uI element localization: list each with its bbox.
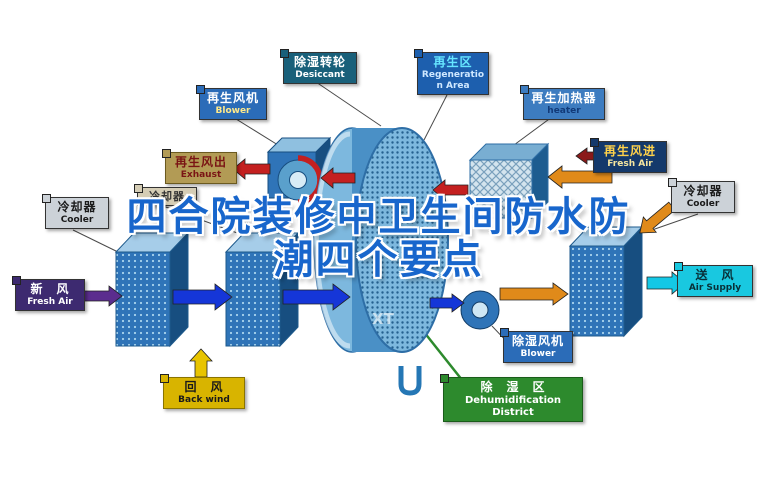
- label-regen-fresh-air: 再生风进 Fresh Air: [590, 138, 667, 173]
- page-title-line2: 潮四个要点: [273, 237, 484, 284]
- label-dehumid-district-zh: 除 湿 区: [480, 380, 546, 394]
- arrow-exhaust-left: [232, 158, 271, 180]
- label-cooler-left: 冷却器 Cooler: [42, 194, 109, 229]
- page-title: 四合院装修中卫生间防水防 潮四个要点: [0, 194, 757, 284]
- cooler-box-left: [114, 231, 190, 348]
- label-desiccant: 除湿转轮 Desiccant: [280, 49, 357, 84]
- label-air-supply-en: Air Supply: [688, 282, 742, 293]
- label-pin-icon: [414, 49, 423, 58]
- label-fresh-air: 新 风 Fresh Air: [12, 276, 85, 311]
- arrow-back-wind-up: [189, 348, 213, 378]
- label-pin-icon: [134, 184, 143, 193]
- connector-desiccant: [315, 81, 382, 127]
- label-regen-blower: 再生风机 Blower: [196, 85, 267, 120]
- label-dehumid-district: 除 湿 区 Dehumidification District: [440, 374, 583, 422]
- label-regeneration-area: 再生区 Regeneration Area: [414, 49, 489, 95]
- label-dehumid-blower-en: Blower: [520, 348, 556, 359]
- label-dehumid-district-en: Dehumidification District: [464, 394, 562, 418]
- label-pin-icon: [280, 49, 289, 58]
- label-back-wind: 回 风 Back wind: [160, 374, 245, 409]
- label-dehumid-blower-zh: 除湿风机: [511, 334, 564, 348]
- label-regen-heater-zh: 再生加热器: [531, 91, 597, 105]
- label-pin-icon: [440, 374, 449, 383]
- arrow-wheel-to-fan: [429, 293, 465, 313]
- label-regen-blower-en: Blower: [215, 105, 251, 116]
- label-cooler-right: 冷却器 Cooler: [668, 178, 735, 213]
- label-cooler-left-en: Cooler: [60, 214, 94, 225]
- label-cooler-right-zh: 冷却器: [683, 184, 723, 198]
- label-pin-icon: [12, 276, 21, 285]
- label-exhaust-zh: 再生风出: [174, 155, 227, 169]
- label-pin-icon: [520, 85, 529, 94]
- label-cooler-left-zh: 冷却器: [57, 200, 97, 214]
- label-air-supply-zh: 送 风: [695, 268, 735, 282]
- arrow-wheel-to-regen-fan: [320, 167, 356, 189]
- label-exhaust: 再生风出 Exhaust: [162, 149, 237, 184]
- label-back-wind-en: Back wind: [178, 394, 230, 405]
- label-pin-icon: [162, 149, 171, 158]
- arrow-to-supply-cooler: [499, 282, 569, 306]
- label-regen-heater: 再生加热器 heater: [520, 85, 605, 120]
- label-fresh-air-zh: 新 风: [30, 282, 70, 296]
- label-cooler-mid: 冷却器: [134, 184, 197, 207]
- label-regen-blower-zh: 再生风机: [206, 91, 259, 105]
- connector-regen-area: [423, 94, 448, 141]
- label-regeneration-area-zh: 再生区: [433, 55, 473, 69]
- label-desiccant-en: Desiccant: [295, 69, 345, 80]
- label-desiccant-zh: 除湿转轮: [293, 55, 346, 69]
- flow-arrows: [83, 147, 686, 378]
- connector-cooler-mid: [162, 205, 241, 235]
- arrow-heater-to-wheel: [432, 179, 469, 201]
- label-regen-heater-en: heater: [547, 105, 581, 116]
- label-back-wind-zh: 回 风: [184, 380, 224, 394]
- label-regen-fresh-air-en: Fresh Air: [607, 158, 653, 169]
- regen-heater-box: [468, 142, 550, 220]
- arrow-process-1: [172, 283, 233, 311]
- arrow-process-2: [282, 283, 351, 311]
- label-pin-icon: [668, 178, 677, 187]
- label-cooler-right-en: Cooler: [686, 198, 720, 209]
- label-pin-icon: [196, 85, 205, 94]
- arrow-fresh-air-in: [83, 285, 123, 307]
- label-air-supply: 送 风 Air Supply: [674, 262, 753, 297]
- page-title-line1: 四合院装修中卫生间防水防: [126, 194, 631, 240]
- cooler-box-right: [568, 225, 644, 338]
- wheel-mount-bracket: [398, 366, 422, 396]
- label-pin-icon: [674, 262, 683, 271]
- arrow-cooler-down: [639, 201, 676, 234]
- label-cooler-mid-zh: 冷却器: [149, 190, 185, 203]
- cooler-box-mid: [224, 231, 300, 348]
- dehumid-blower-fan: [460, 290, 500, 330]
- label-pin-icon: [500, 328, 509, 337]
- label-pin-icon: [42, 194, 51, 203]
- label-fresh-air-en: Fresh Air: [27, 296, 73, 307]
- label-pin-icon: [590, 138, 599, 147]
- label-regen-fresh-air-zh: 再生风进: [603, 144, 656, 158]
- label-exhaust-en: Exhaust: [180, 169, 222, 180]
- connector-cooler-right: [651, 213, 699, 231]
- watermark-text: XT: [372, 310, 395, 328]
- label-regeneration-area-en: Regeneration Area: [421, 69, 485, 91]
- label-dehumid-blower: 除湿风机 Blower: [500, 328, 573, 363]
- label-pin-icon: [160, 374, 169, 383]
- connector-cooler-left: [72, 229, 119, 253]
